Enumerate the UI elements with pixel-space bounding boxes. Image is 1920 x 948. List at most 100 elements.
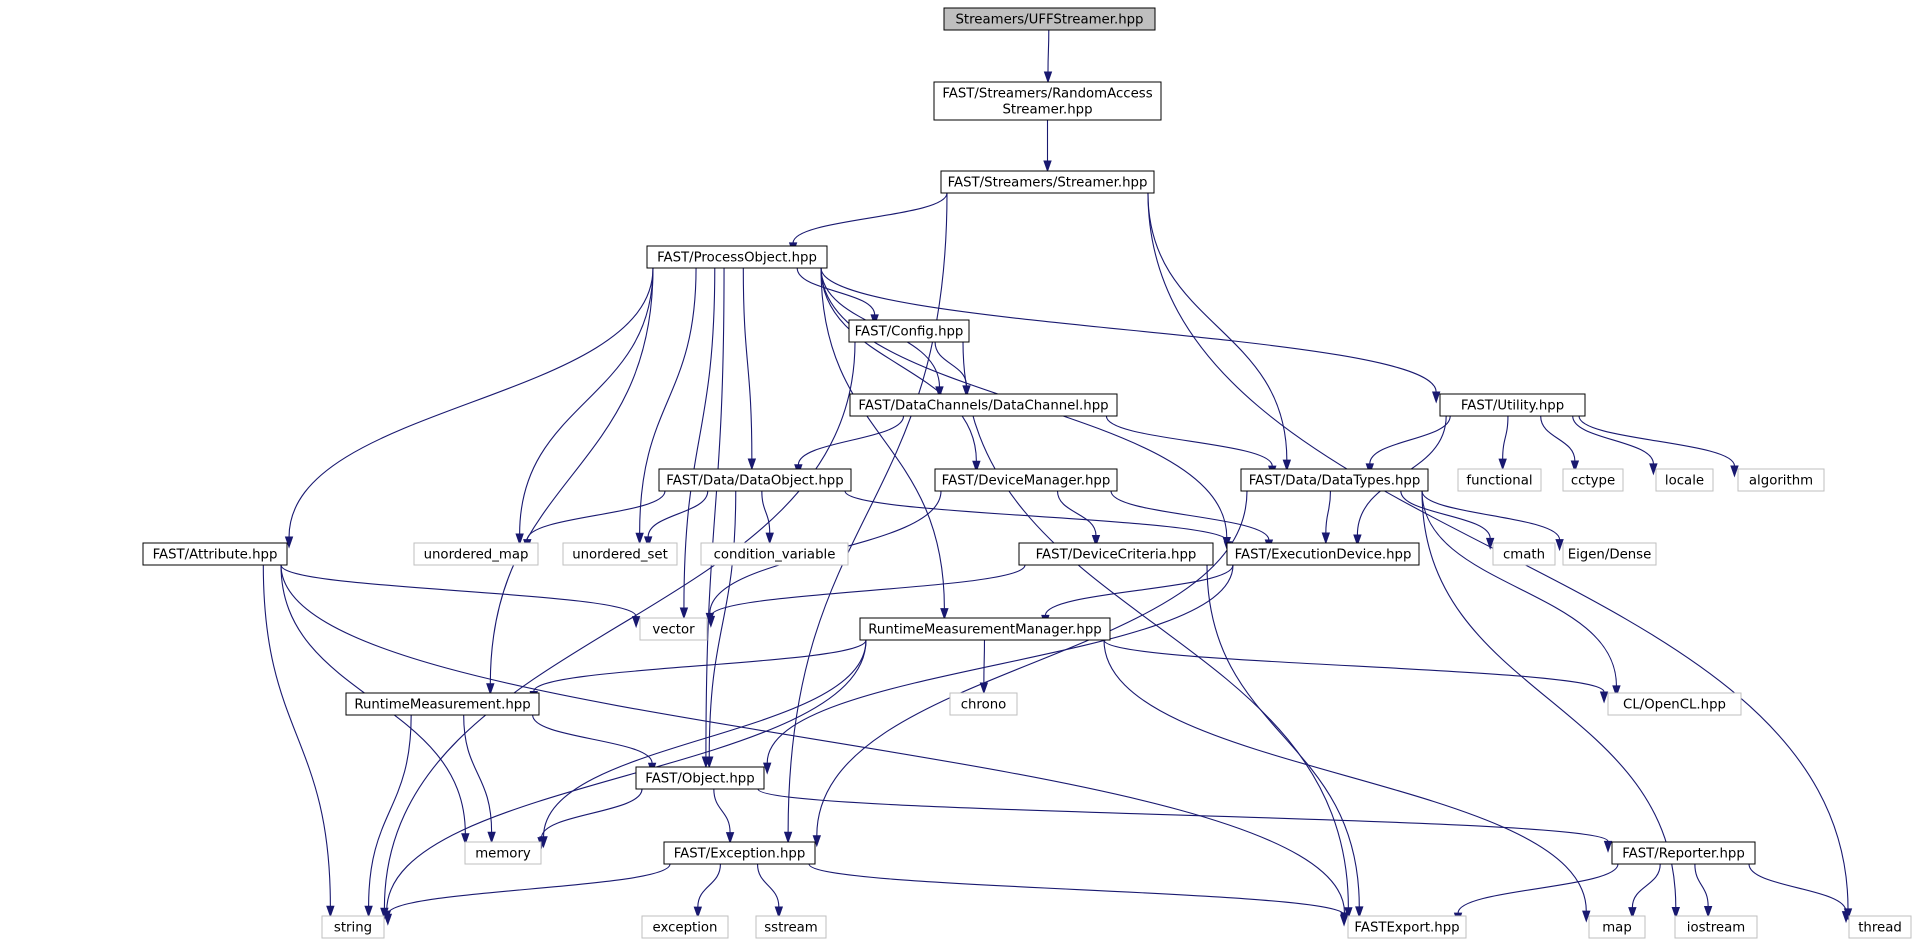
edge-line xyxy=(1578,415,1736,467)
edge-line xyxy=(756,863,780,908)
edge-config-to-string xyxy=(380,341,856,920)
node-label: algorithm xyxy=(1749,474,1813,489)
edge-line xyxy=(542,639,867,837)
edge-rm-to-memory xyxy=(463,714,496,844)
node-label: memory xyxy=(475,847,531,862)
node-condvar: condition_variable xyxy=(700,542,849,566)
node-label: unordered_set xyxy=(572,548,668,563)
edge-line xyxy=(532,714,653,764)
edge-line xyxy=(1540,415,1576,462)
edge-line xyxy=(1105,415,1273,467)
edge-line xyxy=(1325,490,1332,534)
node-label: FAST/DeviceCriteria.hpp xyxy=(1036,548,1197,563)
edge-line xyxy=(705,267,725,758)
node-exception[interactable]: FAST/Exception.hpp xyxy=(663,841,816,865)
node-thread: thread xyxy=(1848,915,1912,939)
node-label: vector xyxy=(652,623,695,638)
node-utility[interactable]: FAST/Utility.hpp xyxy=(1439,393,1586,417)
node-box xyxy=(142,542,288,566)
node-box xyxy=(562,542,678,566)
node-uset: unordered_set xyxy=(562,542,678,566)
edge-devcrit-to-vector xyxy=(706,564,1026,628)
nodes-layer: Streamers/UFFStreamer.hppFAST/Streamers/… xyxy=(142,7,1912,939)
edge-arrowhead xyxy=(706,615,716,628)
edge-arrowhead xyxy=(940,608,949,621)
edge-line xyxy=(796,267,876,315)
edge-uff-to-ras xyxy=(1043,29,1053,84)
edge-arrowhead xyxy=(1649,463,1658,476)
node-label: chrono xyxy=(961,698,1007,713)
node-box xyxy=(949,692,1018,716)
edge-reporter-to-thread xyxy=(1748,863,1851,924)
edge-line xyxy=(1421,490,1561,540)
node-label: string xyxy=(334,921,372,936)
edge-line xyxy=(1103,639,1587,912)
node-label: FAST/Object.hpp xyxy=(645,772,754,787)
node-po[interactable]: FAST/ProcessObject.hpp xyxy=(646,245,828,269)
edge-arrowhead xyxy=(747,458,757,471)
edge-arrowhead xyxy=(461,833,470,846)
node-devmgr[interactable]: FAST/DeviceManager.hpp xyxy=(934,468,1118,492)
edge-ras-to-streamer xyxy=(1043,120,1052,173)
node-box xyxy=(943,7,1156,31)
edge-arrowhead xyxy=(1485,537,1495,550)
node-label: RuntimeMeasurement.hpp xyxy=(354,698,530,713)
edge-object-to-memory xyxy=(537,788,643,850)
edge-line xyxy=(1748,863,1847,912)
edge-streamer-to-datatypes xyxy=(1147,192,1292,472)
edge-datatypes-to-eigen xyxy=(1421,490,1564,552)
node-object[interactable]: FAST/Object.hpp xyxy=(635,766,765,790)
edge-object-to-exception xyxy=(713,788,735,845)
node-label: FAST/Streamers/Streamer.hpp xyxy=(948,176,1148,191)
edge-arrowhead xyxy=(1355,906,1364,919)
edge-line xyxy=(808,863,1345,916)
node-reporter[interactable]: FAST/Reporter.hpp xyxy=(1611,841,1756,865)
node-devcrit[interactable]: FAST/DeviceCriteria.hpp xyxy=(1018,542,1214,566)
edge-arrowhead xyxy=(1431,391,1441,404)
node-sstream: sstream xyxy=(755,915,827,939)
edge-line xyxy=(983,639,986,684)
edge-dataobject-to-object xyxy=(705,490,737,769)
node-streamer[interactable]: FAST/Streamers/Streamer.hpp xyxy=(940,170,1155,194)
node-box xyxy=(1439,393,1586,417)
edge-arrowhead xyxy=(1353,534,1362,547)
node-attribute[interactable]: FAST/Attribute.hpp xyxy=(142,542,288,566)
node-config[interactable]: FAST/Config.hpp xyxy=(848,319,970,343)
edge-rm-to-object xyxy=(532,714,657,775)
node-dc[interactable]: FAST/DataChannels/DataChannel.hpp xyxy=(849,393,1118,417)
node-box xyxy=(1018,542,1214,566)
node-rmm[interactable]: RuntimeMeasurementManager.hpp xyxy=(859,617,1111,641)
edge-line xyxy=(1502,415,1509,460)
edge-po-to-dataobject xyxy=(742,267,757,471)
edge-po-to-uset xyxy=(635,267,697,545)
node-box xyxy=(940,170,1155,194)
node-rm[interactable]: RuntimeMeasurement.hpp xyxy=(345,692,540,716)
node-box xyxy=(1492,542,1556,566)
edge-line xyxy=(262,564,331,907)
edge-devmgr-to-execdev xyxy=(1110,490,1274,552)
edge-line xyxy=(639,267,697,534)
node-label: FAST/Data/DataTypes.hpp xyxy=(1249,474,1421,489)
edge-arrowhead xyxy=(1730,465,1739,478)
node-execdev[interactable]: FAST/ExecutionDevice.hpp xyxy=(1226,542,1420,566)
edge-po-to-object xyxy=(701,267,725,769)
edge-line xyxy=(280,564,1346,913)
node-box xyxy=(345,692,540,716)
node-dataobject[interactable]: FAST/Data/DataObject.hpp xyxy=(658,468,852,492)
node-vector: vector xyxy=(639,617,708,641)
edge-line xyxy=(797,415,905,465)
edge-arrowhead xyxy=(1321,532,1331,545)
edge-line xyxy=(647,490,709,537)
edge-arrowhead xyxy=(1841,911,1851,924)
node-box xyxy=(700,542,849,566)
node-uff[interactable]: Streamers/UFFStreamer.hpp xyxy=(943,7,1156,31)
node-box xyxy=(1848,915,1912,939)
edge-reporter-to-iostream xyxy=(1694,863,1713,918)
node-box xyxy=(658,468,852,492)
node-datatypes[interactable]: FAST/Data/DataTypes.hpp xyxy=(1240,468,1429,492)
edge-arrowhead xyxy=(635,532,644,545)
node-label: Streamer.hpp xyxy=(1002,103,1092,118)
edge-line xyxy=(757,788,1609,842)
edge-line xyxy=(288,267,654,538)
